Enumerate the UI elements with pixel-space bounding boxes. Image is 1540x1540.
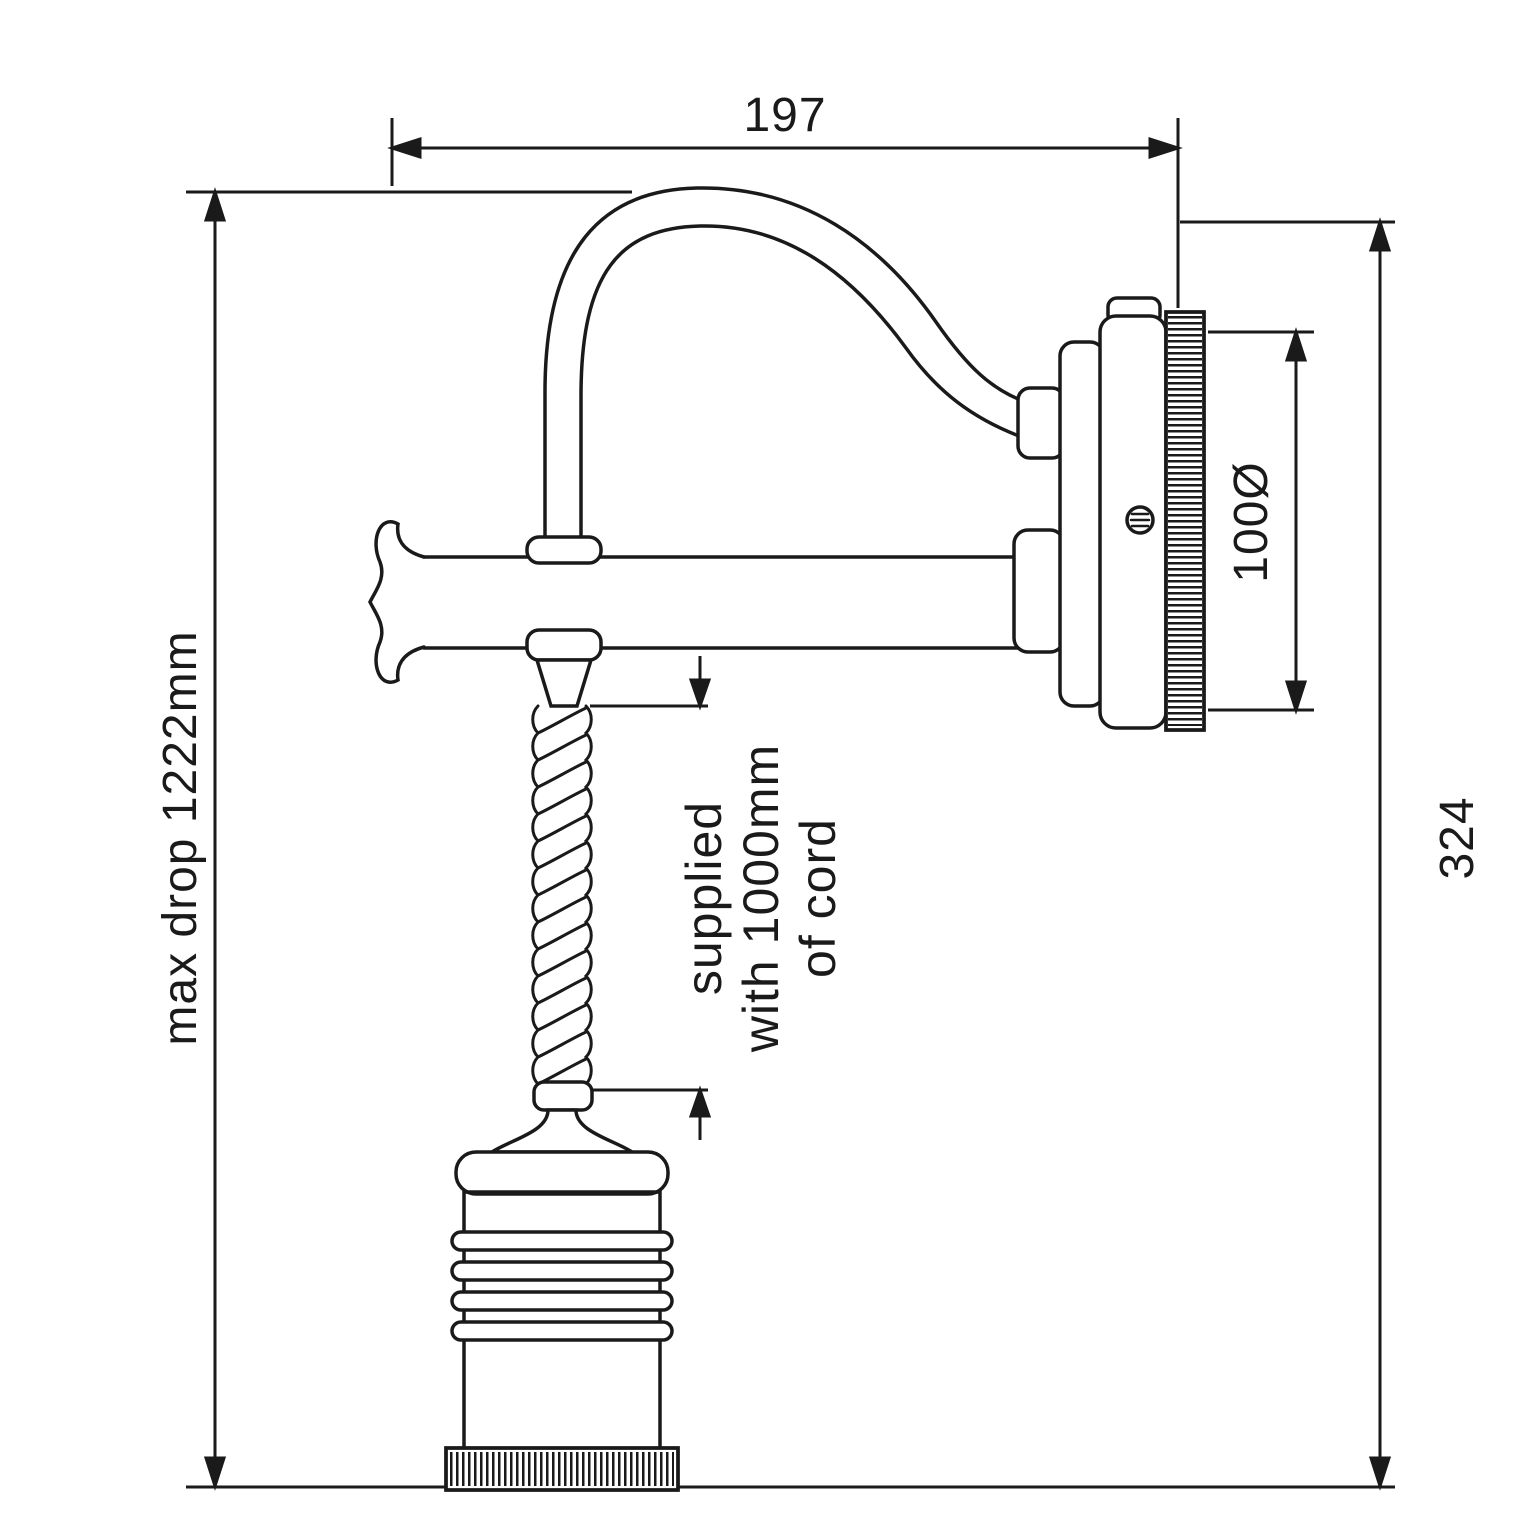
holder-collar <box>532 1080 594 1112</box>
dim-324 <box>678 217 1395 1491</box>
arrowhead-down <box>1368 1456 1392 1491</box>
holder-shoulder <box>454 1150 670 1196</box>
holder-rib <box>450 1320 674 1342</box>
side-height-dimension-label: 324 <box>1431 796 1484 880</box>
swan-neck-arm <box>543 186 1034 559</box>
width-dimension-label: 197 <box>743 89 827 142</box>
mount-inner-disc <box>1058 340 1106 708</box>
diameter-dimension-label: 100Ø <box>1225 461 1278 583</box>
cord-note-line-1: supplied <box>676 800 732 996</box>
twisted-cord <box>531 704 593 1086</box>
pipe-collar-bottom <box>525 628 603 662</box>
cord-supply-note: supplied with 1000mm of cord <box>676 736 848 1060</box>
dim-100-diameter <box>1208 327 1314 715</box>
holder-rib <box>450 1230 674 1252</box>
dimension-annotations <box>186 118 1395 1491</box>
cord-note-line-2: with 1000mm <box>733 743 789 1053</box>
arrowhead-right <box>1148 136 1183 160</box>
lamp-holder <box>444 1080 680 1492</box>
arrowhead-down <box>688 678 712 711</box>
horizontal-arm <box>368 520 1024 708</box>
finial <box>368 520 426 684</box>
holder-rib <box>450 1260 674 1282</box>
arrowhead-up <box>1368 217 1392 252</box>
arrowhead-up <box>203 187 227 222</box>
dim-width-197 <box>387 118 1183 308</box>
holder-bell <box>486 1108 638 1154</box>
mount-flange-upper <box>1016 386 1066 460</box>
arrowhead-left <box>387 136 422 160</box>
fixture-drawing <box>368 186 1206 1492</box>
cord-grip-cone <box>534 658 594 708</box>
max-drop-dimension-label: max drop 1222mm <box>154 630 207 1046</box>
arrowhead-up <box>688 1085 712 1118</box>
arrowhead-down <box>1284 680 1308 715</box>
cord-note-line-3: of cord <box>790 818 846 978</box>
arrowhead-down <box>203 1456 227 1491</box>
cord-extent-arrows <box>590 656 712 1140</box>
dim-max-drop <box>186 187 632 1491</box>
wall-mount <box>1012 296 1206 732</box>
holder-rib <box>450 1290 674 1312</box>
pipe-collar-top <box>525 535 603 565</box>
arrowhead-up <box>1284 327 1308 362</box>
mount-flange-lower <box>1012 528 1066 654</box>
